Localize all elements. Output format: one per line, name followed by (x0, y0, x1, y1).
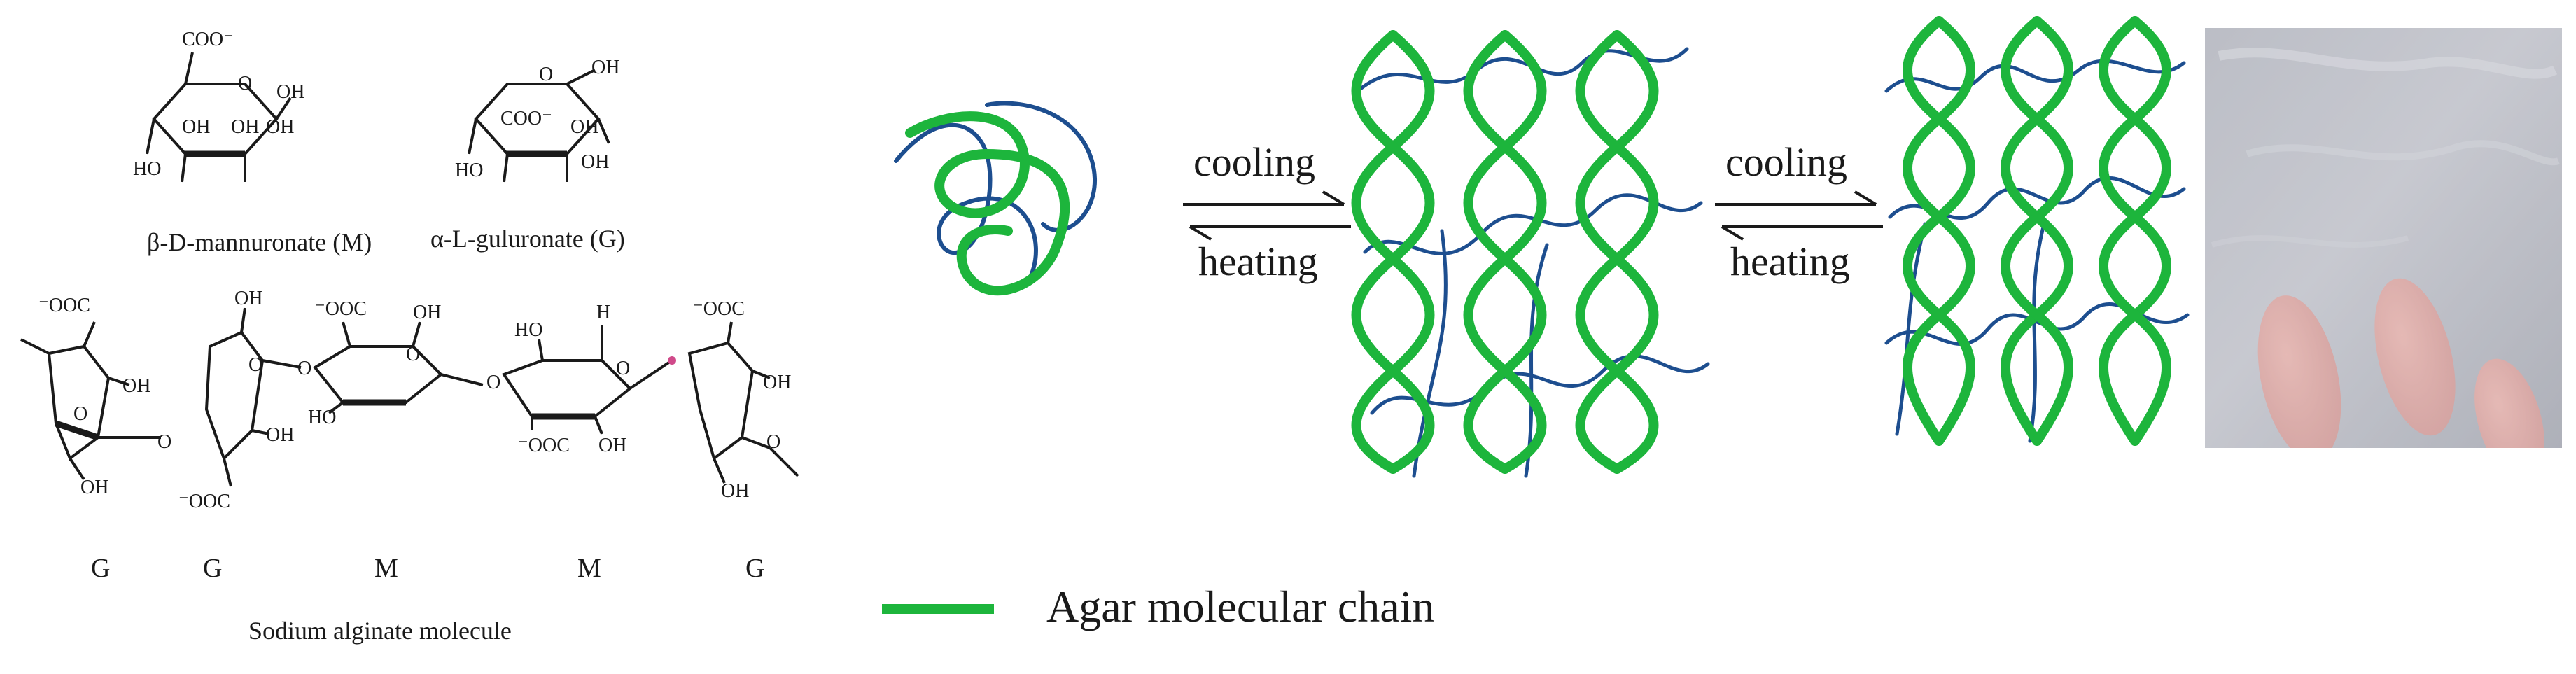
cooling-label-2: cooling (1726, 139, 1847, 185)
finger-1 (2258, 295, 2342, 448)
reversible-arrow-2 (1715, 190, 1883, 241)
mannuronate-coo: COO⁻ (182, 29, 234, 50)
chain-group-9: HO (308, 407, 336, 428)
mannuronate-ring-o: O (238, 73, 252, 94)
network-strand-2a (2001, 16, 2073, 446)
mannuronate-label: β-D-mannuronate (M) (147, 228, 372, 256)
chain-group-19: ⁻OOC (693, 298, 745, 320)
chain-group-7: ⁻OOC (315, 298, 367, 320)
mannuronate-ho: HO (133, 158, 161, 180)
chain-group-8: OH (266, 424, 294, 446)
finger-3 (2474, 358, 2544, 448)
cooling-label-1: cooling (1194, 139, 1315, 185)
legend-agar-label: Agar molecular chain (1046, 582, 1435, 631)
alginate-caption: Sodium alginate molecule (248, 617, 512, 645)
chain-group-2: OH (80, 477, 108, 498)
mannuronate-structure: COO⁻ O OH OH OH HO OH (133, 29, 304, 183)
chain-group-4: O (158, 431, 172, 453)
chain-group-17: OH (598, 435, 626, 456)
network-strand-3b (2099, 16, 2171, 446)
chain-group-22: OH (721, 480, 749, 502)
reversible-arrow-1 (1183, 190, 1351, 241)
alginate-chain-structure: ⁻OOC OH OH O O OH ⁻OOC ⁻OOC OH HO O O OH… (20, 288, 799, 512)
sequence-label-5: G (746, 554, 765, 583)
heating-label-2: heating (1730, 239, 1850, 284)
heating-label-1: heating (1198, 239, 1318, 284)
chain-group-10: O (248, 354, 262, 376)
chain-group-3: O (74, 403, 88, 425)
linkage-dot (668, 356, 676, 365)
chain-group-14: O (406, 344, 420, 365)
sequence-label-1: G (91, 554, 111, 583)
helix-strand-2b (1463, 30, 1547, 474)
chain-group-15: ⁻OOC (518, 435, 570, 456)
guluronate-ring-o: O (539, 64, 553, 85)
chain-group-5: OH (234, 288, 262, 309)
helix-network-stage (1884, 16, 2190, 446)
chain-group-13: HO (514, 319, 542, 341)
guluronate-structure: O OH COO⁻ OH HO OH (455, 57, 620, 183)
chain-group-20: OH (763, 372, 791, 393)
coil-agar-chain (905, 111, 1070, 296)
hydrogel-film-photo (2205, 28, 2562, 448)
chain-group-21: O (766, 431, 780, 453)
finger-2 (2374, 278, 2456, 436)
guluronate-oh-3: OH (581, 151, 609, 173)
sequence-label-4: M (578, 554, 601, 583)
guluronate-ho: HO (455, 160, 483, 181)
mannuronate-oh-3: OH (231, 116, 259, 138)
chain-group-1: OH (122, 375, 150, 397)
random-coil-stage (894, 101, 1097, 296)
chain-group-0: ⁻OOC (38, 295, 90, 316)
guluronate-label: α-L-guluronate (G) (430, 225, 625, 253)
mannuronate-oh-1: OH (276, 81, 304, 103)
guluronate-oh-1: OH (592, 57, 620, 78)
network-strand-3a (2099, 16, 2171, 446)
network-strand-1b (1903, 16, 1975, 446)
sequence-label-2: G (203, 554, 223, 583)
chain-group-11: O (298, 358, 312, 379)
legend: Agar molecular chain (878, 581, 1508, 644)
chemistry-panel: COO⁻ O OH OH OH HO OH O OH COO⁻ OH HO OH… (0, 0, 854, 674)
helix-strand-1b (1351, 30, 1435, 474)
helix-strand-3b (1575, 30, 1659, 474)
chain-group-18: O (616, 358, 630, 379)
network-strand-2b (2001, 16, 2073, 446)
chain-group-6: ⁻OOC (178, 491, 230, 512)
mannuronate-oh-2: OH (182, 116, 210, 138)
chain-group-16: H (596, 302, 610, 323)
chain-group-12: OH (413, 302, 441, 323)
chain-group-23: O (486, 372, 500, 393)
legend-agar-swatch (882, 604, 994, 614)
sequence-label-3: M (374, 554, 398, 583)
guluronate-coo: COO⁻ (500, 108, 552, 129)
guluronate-oh-2: OH (570, 116, 598, 138)
double-helix-stage (1351, 30, 1710, 478)
mannuronate-oh-4: OH (266, 116, 294, 138)
